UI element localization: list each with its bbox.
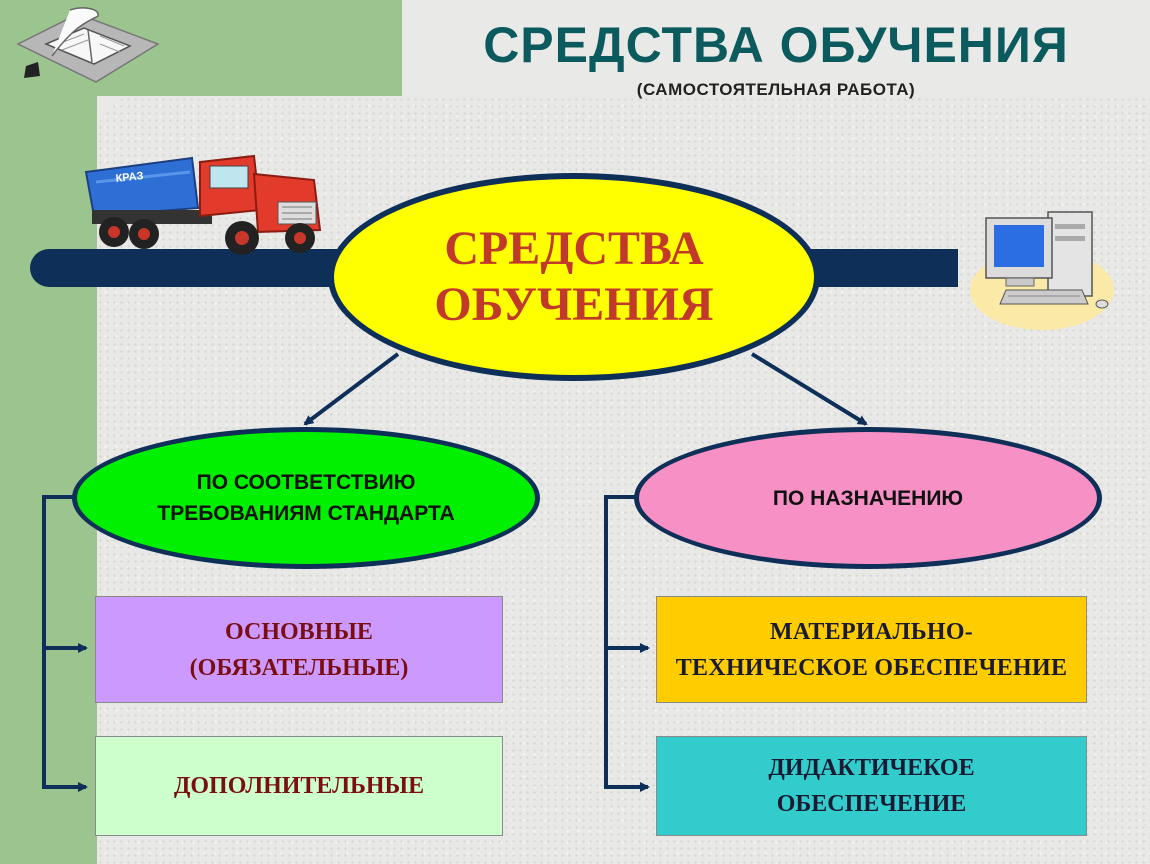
left-item-basic: ОСНОВНЫЕ (ОБЯЗАТЕЛЬНЫЕ) [95,596,503,703]
page-title: СРЕДСТВА ОБУЧЕНИЯ [483,17,1069,73]
arrow-to-right-branch [750,352,868,426]
truck-icon: КРАЗ [84,154,322,255]
truck-brand-label: КРАЗ [115,170,144,185]
right-bar [800,249,958,287]
side-strip [0,0,97,864]
right-branch-label: ПО НАЗНАЧЕНИЮ [772,486,964,510]
left-item-additional: ДОПОЛНИТЕЛЬНЫЕ [95,736,503,836]
left-branch-label: ПО СООТВЕТСТВИЮ ТРЕБОВАНИЯМ СТАНДАРТА [157,471,455,525]
page-subtitle: (САМОСТОЯТЕЛЬНАЯ РАБОТА) [636,80,916,99]
central-node: СРЕДСТВА ОБУЧЕНИЯ [328,173,820,381]
right-item-material: МАТЕРИАЛЬНО- ТЕХНИЧЕСКОЕ ОБЕСПЕЧЕНИЕ [656,596,1087,703]
left-branch-node: ПО СООТВЕТСТВИЮ ТРЕБОВАНИЯМ СТАНДАРТА [72,427,540,569]
central-node-label: СРЕДСТВА ОБУЧЕНИЯ [434,222,714,331]
left-bracket [42,495,88,792]
right-bracket [604,495,650,792]
computer-icon [970,211,1114,330]
right-item-didactic: ДИДАКТИЧЕКОЕ ОБЕСПЕЧЕНИЕ [656,736,1087,836]
arrow-to-left-branch [303,352,400,426]
left-bar [30,249,350,287]
right-branch-node: ПО НАЗНАЧЕНИЮ [634,427,1102,569]
book-quill-icon [16,7,160,83]
